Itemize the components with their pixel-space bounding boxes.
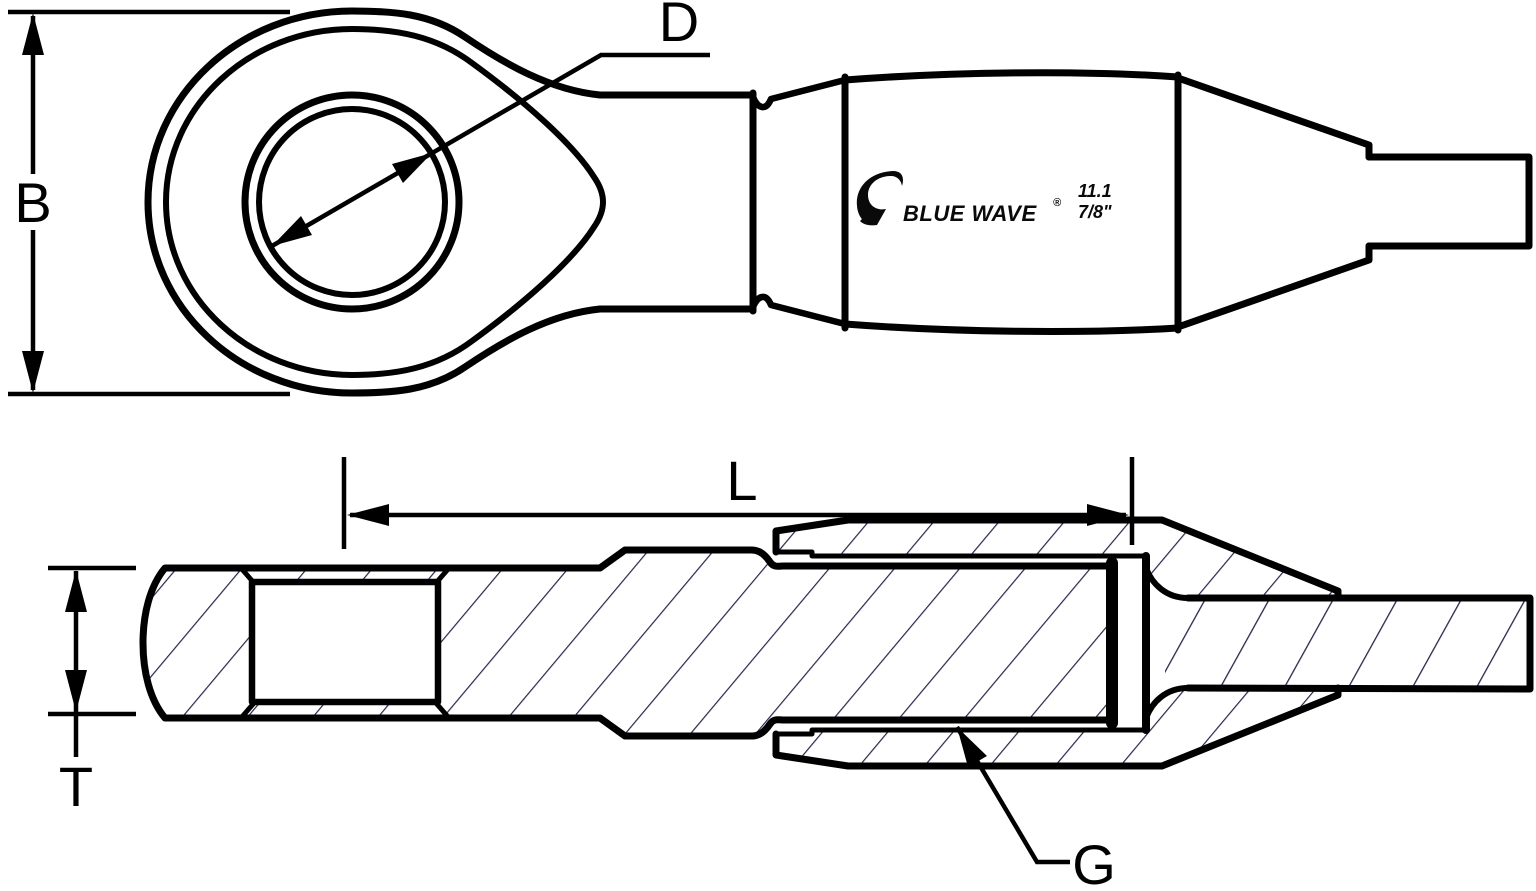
brand-registered-mark: ® [1053,197,1062,209]
blue-wave-logo-icon [856,171,903,226]
dim-l-label: L [726,449,757,512]
cable-top-edge [1184,594,1534,693]
brand-size-imperial: 7/8" [1078,202,1112,222]
dim-d-arrow-upper-right [392,153,432,183]
dimension-B: B [8,9,290,397]
hole-chamfer-bottom-right [433,700,452,721]
dimension-G: G [955,725,1116,891]
hole-chamfer-top-left [238,565,257,586]
sleeve-top-band [776,520,1338,598]
branding: BLUE WAVE ® 11.1 7/8" [856,171,1112,226]
dim-t-label: T [59,755,93,818]
eye-hole-outer [241,91,463,313]
dimension-T: T [48,565,136,818]
taper-bottom [1174,242,1373,331]
taper-top [1174,74,1373,161]
bore-shoulder-bottom [1143,685,1191,721]
section-view [139,516,1536,770]
neck-top [749,76,849,111]
hole-chamfer-top-right [433,565,452,586]
dim-g-arrow [957,727,987,767]
brand-size-metric: 11.1 [1078,181,1112,201]
hole-chamfer-bottom-left [238,700,257,721]
body-top-edge [841,69,1182,84]
sleeve-bottom-band [776,688,1338,766]
dim-g-label: G [1072,833,1116,891]
dim-d-leader [270,52,710,248]
sleeve-bore-bottom [773,727,1149,737]
top-view: BLUE WAVE ® 11.1 7/8" [144,7,1533,397]
eye-outer-outline [144,7,757,397]
sleeve-outer-bottom [772,684,1342,770]
dim-d-label: D [659,0,699,53]
dim-b-arrow-up [22,13,44,55]
sleeve-bore-top [773,549,1149,559]
eye-hole-inner [256,106,448,298]
dim-t-arrow-down [65,670,87,712]
body-bottom-edge [841,320,1182,335]
cable-top-view [1365,153,1533,250]
eye-inner-outline [163,26,606,378]
dim-l-arrow-left [347,504,389,526]
dim-t-arrow-up [65,570,87,612]
sleeve-outer-top [772,516,1342,602]
brand-name: BLUE WAVE [903,201,1037,226]
bore-shoulder-top [1143,565,1191,601]
dimension-D: D [270,0,710,248]
dim-b-arrow-down [22,351,44,393]
dim-g-leader [955,725,1070,865]
eye-hole-section [248,578,442,706]
dim-d-arrow-lower-left [272,216,312,246]
neck-bottom [749,293,849,328]
dim-l-arrow-right [1087,504,1129,526]
dim-b-label: B [14,171,51,234]
cable-section-fill [1165,599,1536,688]
dimension-L: L [341,449,1135,549]
